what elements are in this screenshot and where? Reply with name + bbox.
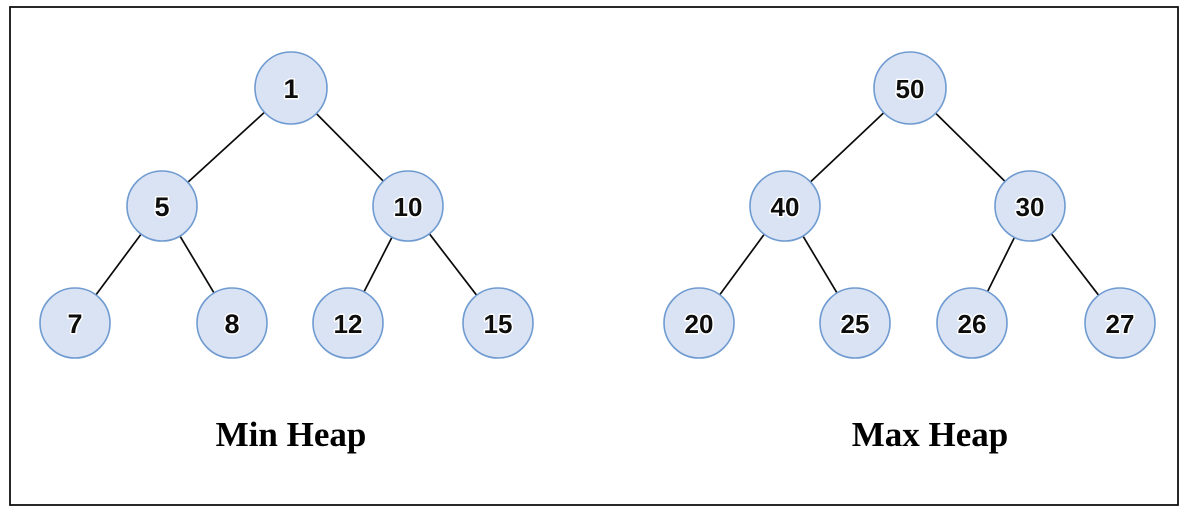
node-value: 7 <box>67 309 82 339</box>
tree-node[interactable]: 20 <box>663 287 735 359</box>
tree-edge <box>94 232 143 297</box>
node-circle[interactable] <box>994 170 1066 242</box>
tree-node[interactable]: 7 <box>39 287 111 359</box>
node-circle[interactable] <box>936 287 1008 359</box>
node-value: 5 <box>154 192 169 222</box>
tree-node[interactable]: 15 <box>462 287 534 359</box>
tree-node[interactable]: 50 <box>873 51 947 125</box>
node-value: 12 <box>334 309 363 339</box>
tree-node[interactable]: 10 <box>372 170 444 242</box>
node-circle[interactable] <box>462 287 534 359</box>
tree-node[interactable]: 12 <box>312 287 384 359</box>
tree-node[interactable]: 40 <box>749 170 821 242</box>
node-value: 40 <box>771 192 800 222</box>
tree-node[interactable]: 27 <box>1084 287 1156 359</box>
diagram-caption: Max Heap <box>852 415 1009 454</box>
tree-edge <box>934 111 1007 183</box>
tree-node[interactable]: 26 <box>936 287 1008 359</box>
node-value: 1 <box>283 74 298 104</box>
node-value: 15 <box>484 309 513 339</box>
node-value: 25 <box>841 309 870 339</box>
node-value: 50 <box>896 74 925 104</box>
node-circle[interactable] <box>749 170 821 242</box>
node-value: 27 <box>1106 309 1135 339</box>
node-circle[interactable] <box>1084 287 1156 359</box>
node-value: 20 <box>685 309 714 339</box>
tree-node[interactable]: 30 <box>994 170 1066 242</box>
node-circle[interactable] <box>819 287 891 359</box>
tree-edge <box>428 232 478 297</box>
edges-layer <box>94 110 1100 297</box>
tree-node[interactable]: 5 <box>126 170 198 242</box>
tree-edge <box>362 235 394 294</box>
tree-edge <box>801 234 839 295</box>
tree-edge <box>986 236 1016 293</box>
node-value: 30 <box>1016 192 1045 222</box>
tree-edge <box>186 110 266 184</box>
node-circle[interactable] <box>873 51 947 125</box>
node-circle[interactable] <box>312 287 384 359</box>
tree-edge <box>1050 232 1100 297</box>
node-value: 26 <box>958 309 987 339</box>
node-value: 8 <box>224 309 239 339</box>
node-value: 10 <box>394 192 423 222</box>
node-circle[interactable] <box>126 170 198 242</box>
node-circle[interactable] <box>663 287 735 359</box>
captions-layer: Min Heap Max Heap <box>216 415 1009 454</box>
figure-border <box>9 6 1179 506</box>
diagram-caption: Min Heap <box>216 415 367 454</box>
tree-edge <box>718 232 766 297</box>
tree-node[interactable]: 8 <box>196 287 268 359</box>
tree-edge <box>315 112 385 183</box>
node-circle[interactable] <box>372 170 444 242</box>
tree-edge <box>178 234 216 295</box>
tree-edge <box>809 111 886 184</box>
tree-node[interactable]: 25 <box>819 287 891 359</box>
tree-node[interactable]: 1 <box>254 51 328 125</box>
node-circle[interactable] <box>39 287 111 359</box>
node-circle[interactable] <box>254 51 328 125</box>
node-circle[interactable] <box>196 287 268 359</box>
